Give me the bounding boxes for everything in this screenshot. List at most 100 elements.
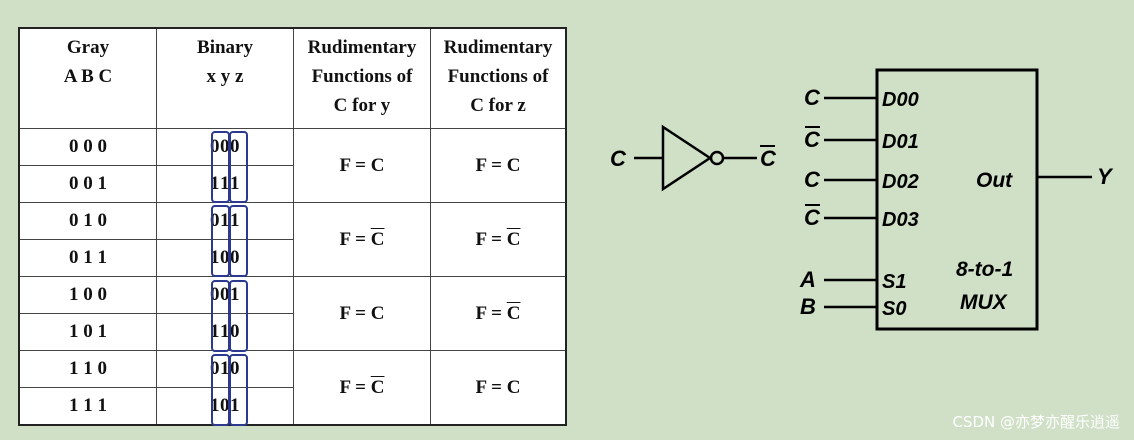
header-line: C for z [470,95,526,116]
function-prefix: F = [339,302,371,324]
highlight-box [211,354,230,426]
highlight-box [211,131,230,203]
binary-bit: 1 [210,321,222,342]
function-prefix: F = [475,302,507,324]
binary-bit: 0 [220,247,232,268]
header-line: Gray [66,37,110,58]
header-line: Functions of [311,66,413,87]
binary-code-cell: 010 [156,350,294,388]
inverter-output-label: C [760,146,777,171]
mux-output-pin: Out [976,169,1013,192]
gray-code-cell: 0 1 1 [18,239,157,277]
highlight-box [229,131,248,203]
mux-name-line1: 8-to-1 [956,258,1013,281]
binary-bit: 1 [230,173,242,194]
mux-select-signal: B [800,294,816,319]
function-prefix: F = [339,228,371,250]
header-line: x y z [206,66,244,87]
highlight-box [229,205,248,277]
mux-select-pin: S0 [882,298,906,320]
binary-code-cell: 100 [156,239,294,277]
function-prefix: F = [475,154,507,176]
binary-bit: 0 [220,136,232,157]
function-variable: C [370,228,385,250]
header-func-y: Rudimentary Functions of C for y [293,27,431,129]
header-line: Functions of [447,66,549,87]
inverter-bubble [709,150,725,166]
binary-bit: 0 [210,284,222,305]
binary-bit: 1 [230,210,242,231]
function-variable: C [506,154,521,176]
binary-bit: 0 [230,358,242,379]
binary-bit: 1 [230,395,242,416]
binary-bit: 1 [220,173,232,194]
header-func-z: Rudimentary Functions of C for z [430,27,567,129]
mux-input-signal: C [804,127,821,152]
binary-code-cell: 111 [156,165,294,203]
highlight-box [211,205,230,277]
gray-code-cell: 1 1 0 [18,350,157,388]
function-variable: C [370,376,385,398]
binary-bit: 0 [210,210,222,231]
header-line: Rudimentary [307,37,417,58]
function-z-cell: F = C [430,276,567,351]
binary-bit: 0 [230,321,242,342]
binary-bit: 1 [210,173,222,194]
function-z-cell: F = C [430,128,567,203]
highlight-box [211,280,230,352]
function-y-cell: F = C [293,350,431,426]
function-z-cell: F = C [430,202,567,277]
function-variable: C [506,228,521,250]
gray-code-cell: 1 1 1 [18,387,157,426]
highlight-box [229,280,248,352]
mux-box [875,68,1039,331]
highlight-box [229,354,248,426]
binary-bit: 1 [210,247,222,268]
mux-input-pin: D03 [882,209,919,231]
binary-bit: 0 [230,136,242,157]
header-line: Rudimentary [443,37,553,58]
mux-name-line2: MUX [960,291,1009,314]
function-prefix: F = [339,154,371,176]
header-line: C for y [333,95,391,116]
binary-bit: 0 [220,395,232,416]
header-line: A B C [63,66,113,87]
mux-input-signal: C [804,85,821,110]
binary-bit: 0 [230,247,242,268]
binary-bit: 1 [210,395,222,416]
inverter-input-label: C [610,146,627,171]
watermark: CSDN @亦梦亦醒乐逍遥 [952,413,1120,431]
mux-select-signal: A [799,267,816,292]
gray-code-cell: 1 0 0 [18,276,157,314]
function-prefix: F = [339,376,371,398]
binary-bit: 1 [230,284,242,305]
mux-select-pin: S1 [882,271,906,293]
function-prefix: F = [475,376,507,398]
binary-bit: 0 [210,358,222,379]
gray-code-cell: 0 0 1 [18,165,157,203]
function-variable: C [506,376,521,398]
function-z-cell: F = C [430,350,567,426]
mux-input-pin: D01 [882,131,919,153]
gray-to-binary-table: Gray A B C Binary x y z Rudimentary Func… [18,27,567,426]
inverter-triangle [661,124,713,192]
function-y-cell: F = C [293,202,431,277]
function-variable: C [370,302,385,324]
header-line: Binary [197,37,253,58]
binary-bit: 1 [220,321,232,342]
binary-bit: 0 [220,284,232,305]
function-variable: C [370,154,385,176]
mux-input-signal: C [804,205,821,230]
function-variable: C [506,302,521,324]
mux-input-pin: D02 [882,171,919,193]
function-y-cell: F = C [293,276,431,351]
binary-bit: 0 [210,136,222,157]
mux-output-signal: Y [1097,164,1114,189]
mux-input-pin: D00 [882,89,919,111]
binary-bit: 1 [220,358,232,379]
